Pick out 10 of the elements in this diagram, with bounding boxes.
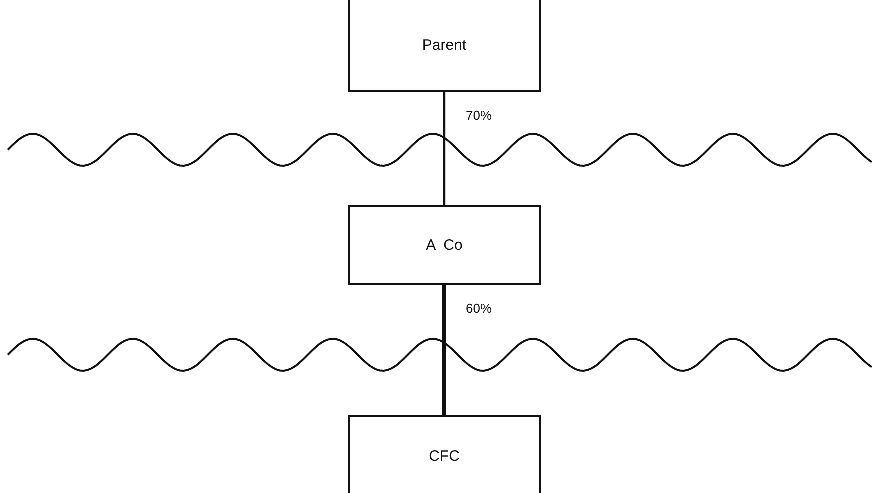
- entity-name: CFC: [429, 448, 460, 464]
- connector-line: [443, 92, 446, 205]
- entity-box: [348, 205, 541, 285]
- entity-name: A Co: [426, 236, 463, 254]
- ownership-percentage: 70%: [466, 108, 492, 123]
- entity-box: [348, 415, 541, 493]
- entity-name: Parent: [422, 36, 467, 54]
- connector-line: [442, 285, 446, 415]
- entity-box: [348, 0, 541, 92]
- ownership-percentage: 60%: [466, 301, 492, 316]
